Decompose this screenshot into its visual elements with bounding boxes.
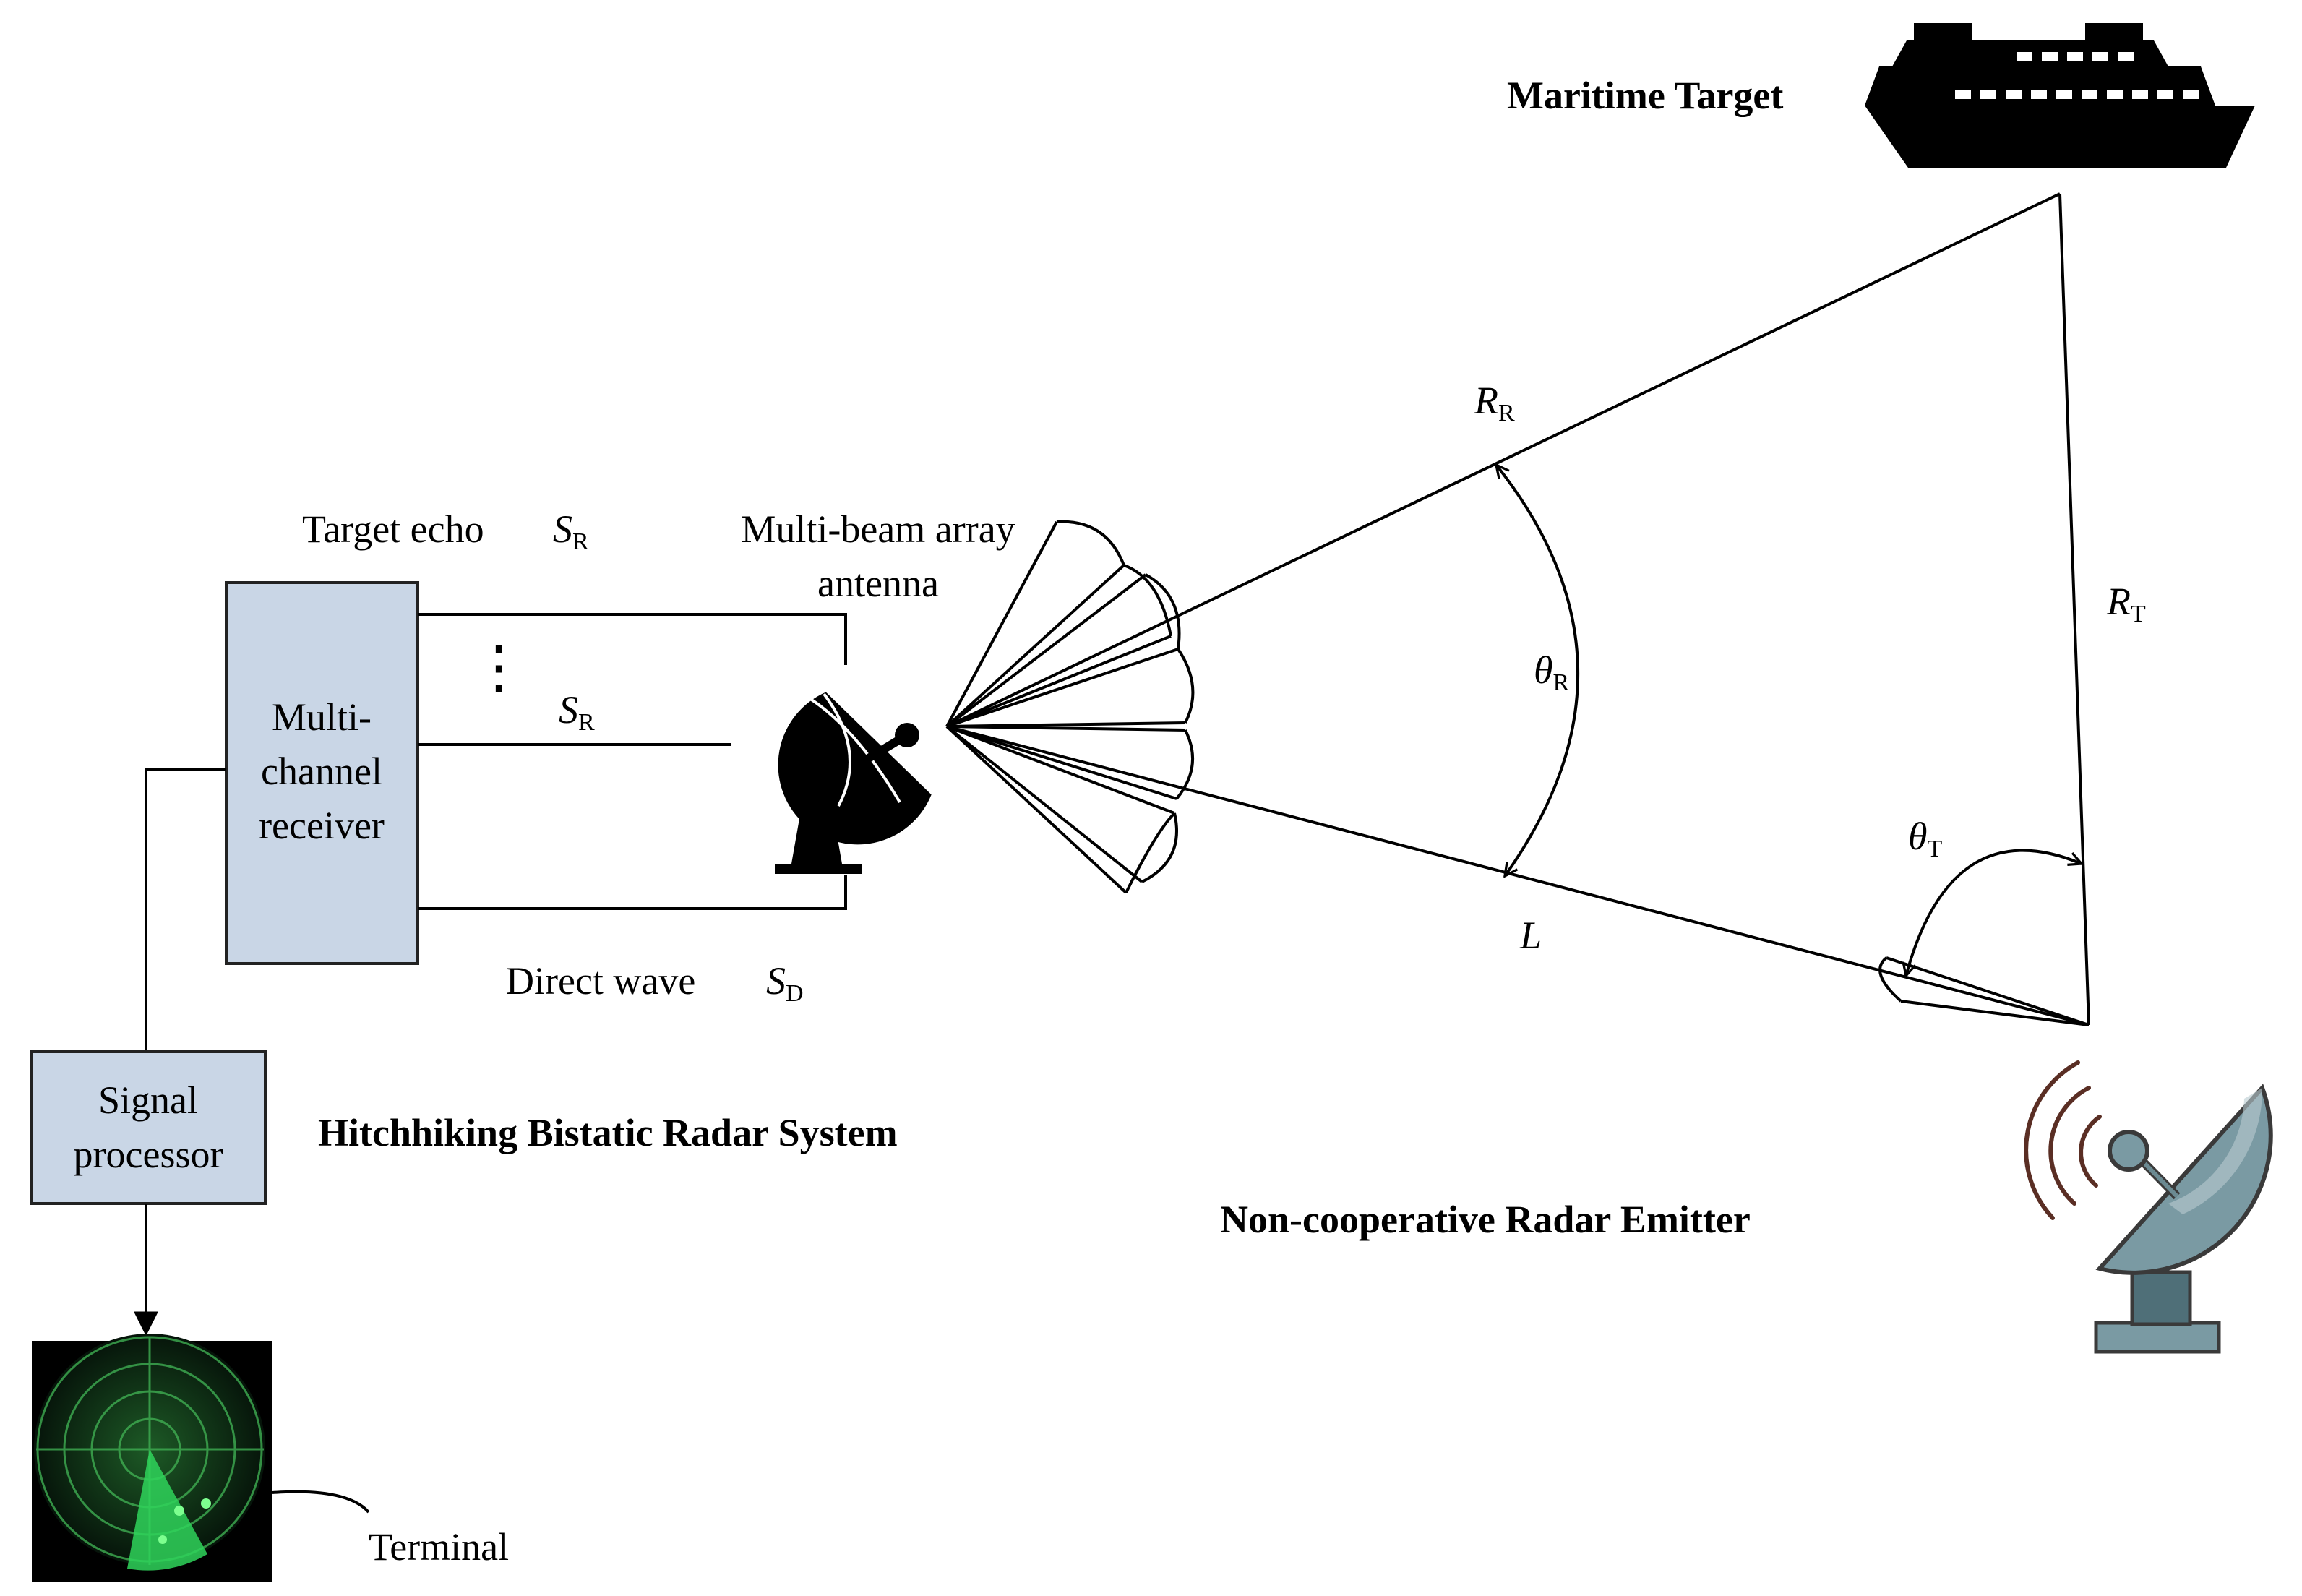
channel-dots: ⋮ xyxy=(470,636,528,700)
ship-icon xyxy=(1865,23,2255,168)
signal-processor-box xyxy=(30,1050,267,1205)
radar-emitter-icon xyxy=(2024,1060,2273,1354)
receiver-label-line2: channel xyxy=(261,750,382,793)
rt-path-line xyxy=(2058,193,2090,1026)
theta-t-arc xyxy=(1906,849,2082,976)
receiver-to-processor-line xyxy=(145,768,226,1052)
direct-wave-label: Direct wave xyxy=(506,959,695,1003)
theta-t-symbol: θT xyxy=(1908,815,1943,862)
emitter-label: Non-cooperative Radar Emitter xyxy=(1220,1198,1751,1241)
theta-r-symbol: θR xyxy=(1534,648,1570,696)
multibeam-label-line1: Multi-beam array xyxy=(741,507,1015,551)
multichannel-receiver-box xyxy=(225,581,419,965)
dish-antenna-icon xyxy=(775,692,932,874)
radar-screen-icon xyxy=(32,1334,272,1582)
direct-wave-line xyxy=(418,875,847,910)
rt-symbol: RT xyxy=(2106,580,2146,627)
terminal-label: Terminal xyxy=(369,1525,509,1569)
sr-mid-symbol: SR xyxy=(559,688,595,736)
sd-symbol: SD xyxy=(766,959,804,1007)
rr-path-line xyxy=(946,192,2061,728)
target-echo-label: Target echo xyxy=(302,507,484,551)
emitter-beam xyxy=(1878,956,2090,1026)
signal-processor-line2: processor xyxy=(74,1133,223,1176)
rr-symbol: RR xyxy=(1474,379,1515,426)
baseline-l-line xyxy=(946,725,2090,1026)
terminal-leader-line xyxy=(272,1490,370,1514)
l-symbol: L xyxy=(1519,914,1542,957)
receiver-label-line3: receiver xyxy=(259,804,385,847)
multi-beam-fan xyxy=(945,520,1195,894)
hbrs-label: Hitchhiking Bistatic Radar System xyxy=(318,1111,898,1154)
theta-r-arc xyxy=(1496,465,1579,876)
signal-processor-line1: Signal xyxy=(98,1078,198,1122)
maritime-target-label: Maritime Target xyxy=(1507,74,1783,117)
multibeam-label-line2: antenna xyxy=(817,562,939,605)
receiver-label-line1: Multi- xyxy=(272,695,372,739)
sr-top-symbol: SR xyxy=(553,507,589,555)
target-echo-line xyxy=(418,613,847,665)
